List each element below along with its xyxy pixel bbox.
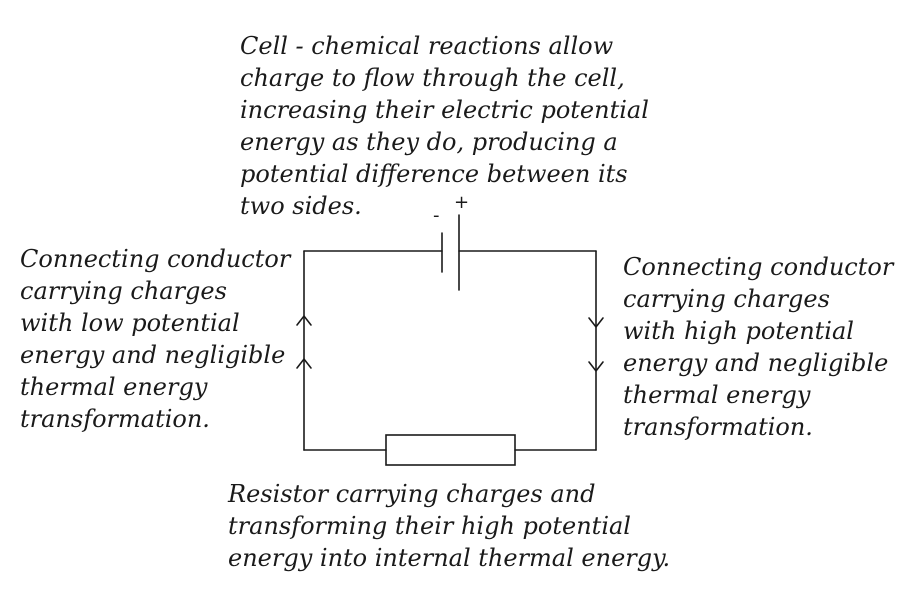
left-conductor-label-line: carrying charges — [20, 277, 227, 305]
left-arrow-lower — [296, 357, 312, 369]
left-conductor-label-line: Connecting conductor — [20, 245, 291, 273]
resistor-label-line: Resistor carrying charges and — [228, 480, 596, 508]
right-conductor-label-line: energy and negligible — [623, 349, 889, 377]
right-conductor-label-line: Connecting conductor — [623, 253, 894, 281]
left-conductor-label-line: thermal energy — [20, 373, 208, 401]
resistor-label-line: transforming their high potential — [228, 512, 631, 540]
left-conductor-label-line: with low potential — [20, 309, 240, 337]
resistor-label-line: energy into internal thermal energy. — [228, 544, 671, 572]
right-conductor-label: Connecting conductor carrying charges wi… — [623, 251, 893, 443]
left-arrow-upper — [296, 314, 312, 326]
cell-label-line: potential difference between its — [240, 160, 628, 188]
right-conductor-label-line: transformation. — [623, 413, 813, 441]
right-conductor-label-line: with high potential — [623, 317, 854, 345]
cell-label-line: charge to flow through the cell, — [240, 64, 625, 92]
cell-label-line: Cell - chemical reactions allow — [240, 32, 614, 60]
left-conductor-label-line: transformation. — [20, 405, 210, 433]
right-conductor-label-line: carrying charges — [623, 285, 830, 313]
right-arrow-upper — [588, 317, 604, 329]
right-arrow-lower — [588, 361, 604, 373]
cell-label-line: energy as they do, producing a — [240, 128, 618, 156]
right-conductor-label-line: thermal energy — [623, 381, 811, 409]
cell-negative-sign: - — [433, 205, 440, 226]
resistor-box — [385, 434, 516, 466]
cell-label-line: two sides. — [240, 192, 362, 220]
cell-positive-sign: + — [454, 192, 470, 213]
left-conductor-label: Connecting conductor carrying charges wi… — [20, 243, 290, 435]
cell-label: Cell - chemical reactions allow charge t… — [240, 30, 649, 222]
left-conductor-label-line: energy and negligible — [20, 341, 286, 369]
resistor-label: Resistor carrying charges and transformi… — [228, 478, 670, 574]
cell-label-line: increasing their electric potential — [240, 96, 649, 124]
